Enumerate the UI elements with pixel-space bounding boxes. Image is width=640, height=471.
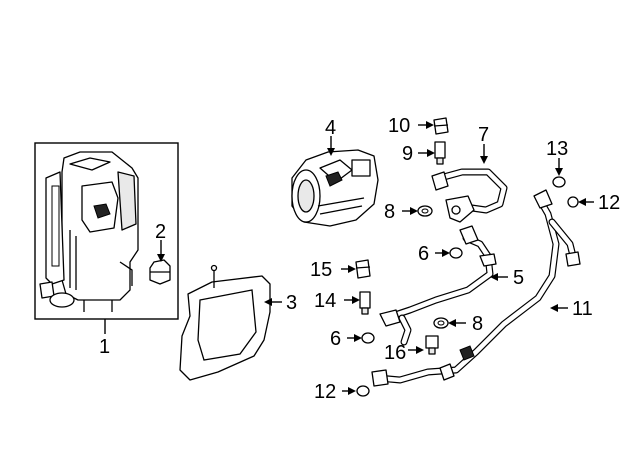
part-12-oring-lower <box>356 385 370 397</box>
callout-10: 10 <box>388 115 410 137</box>
part-6-oring-upper <box>449 247 463 259</box>
part-13-oring <box>552 176 566 188</box>
part-3-bracket <box>179 264 271 381</box>
callout-2: 2 <box>155 221 166 243</box>
callout-12-lower: 12 <box>314 381 336 403</box>
part-8-oring-upper <box>417 205 433 217</box>
callout-7: 7 <box>478 124 489 146</box>
part-6-oring-lower <box>361 332 375 344</box>
callout-6-lower: 6 <box>330 328 341 350</box>
part-12-oring-upper <box>567 196 579 208</box>
callout-14: 14 <box>314 290 336 312</box>
part-5-hose <box>379 225 497 346</box>
part-9-valve <box>434 141 446 165</box>
callout-11: 11 <box>572 298 593 320</box>
part-11-hose <box>371 189 581 387</box>
callout-6-upper: 6 <box>418 243 429 265</box>
part-1-condenser-assembly <box>34 142 179 320</box>
part-7-hose <box>431 168 508 223</box>
callout-15: 15 <box>310 259 332 281</box>
callout-8-upper: 8 <box>384 201 395 223</box>
callout-13: 13 <box>546 138 568 160</box>
part-10-cap <box>433 117 449 135</box>
callout-9: 9 <box>402 143 413 165</box>
callout-5: 5 <box>513 267 524 289</box>
callout-16: 16 <box>384 342 406 364</box>
callout-8-lower: 8 <box>472 313 483 335</box>
callout-12-upper: 12 <box>598 192 620 214</box>
part-15-cap <box>355 259 371 279</box>
callout-labels: 1 2 3 4 10 9 7 8 6 5 15 14 6 8 16 11 12 … <box>99 115 620 403</box>
callout-1: 1 <box>99 336 110 358</box>
callout-4: 4 <box>325 117 336 139</box>
part-16-sensor <box>425 335 439 355</box>
leader-lines <box>104 121 594 395</box>
part-14-valve <box>359 291 371 315</box>
callout-3: 3 <box>286 292 297 314</box>
part-2-clip <box>149 259 171 285</box>
part-4-compressor <box>291 149 379 227</box>
part-8-oring-lower <box>433 317 449 329</box>
